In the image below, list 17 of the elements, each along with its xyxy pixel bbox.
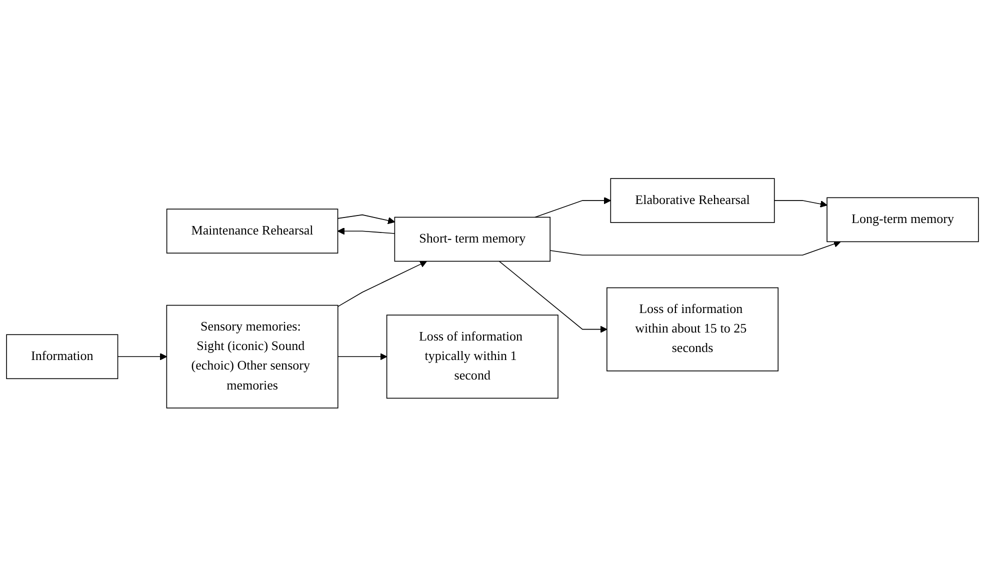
node-box: Information <box>6 334 118 380</box>
node-box: Sensory memories: Sight (iconic) Sound (echoic) Other sensory memories <box>166 305 338 409</box>
arrow <box>337 353 388 360</box>
node-box: Long-term memory <box>826 198 979 242</box>
node-box: Loss of information typically within 1 second <box>386 314 558 399</box>
arrow <box>534 197 611 218</box>
arrow <box>117 353 167 360</box>
arrow <box>550 240 841 256</box>
arrow <box>337 261 427 308</box>
node-box: Elaborative Rehearsal <box>610 178 775 224</box>
node-box: Short- term memory <box>394 217 550 262</box>
arrow <box>774 200 828 208</box>
arrow <box>337 214 395 224</box>
arrow <box>498 261 608 334</box>
arrow <box>337 228 396 235</box>
node-box: Maintenance Rehearsal <box>166 208 338 254</box>
node-box: Loss of information within about 15 to 25 seconds <box>606 288 779 372</box>
